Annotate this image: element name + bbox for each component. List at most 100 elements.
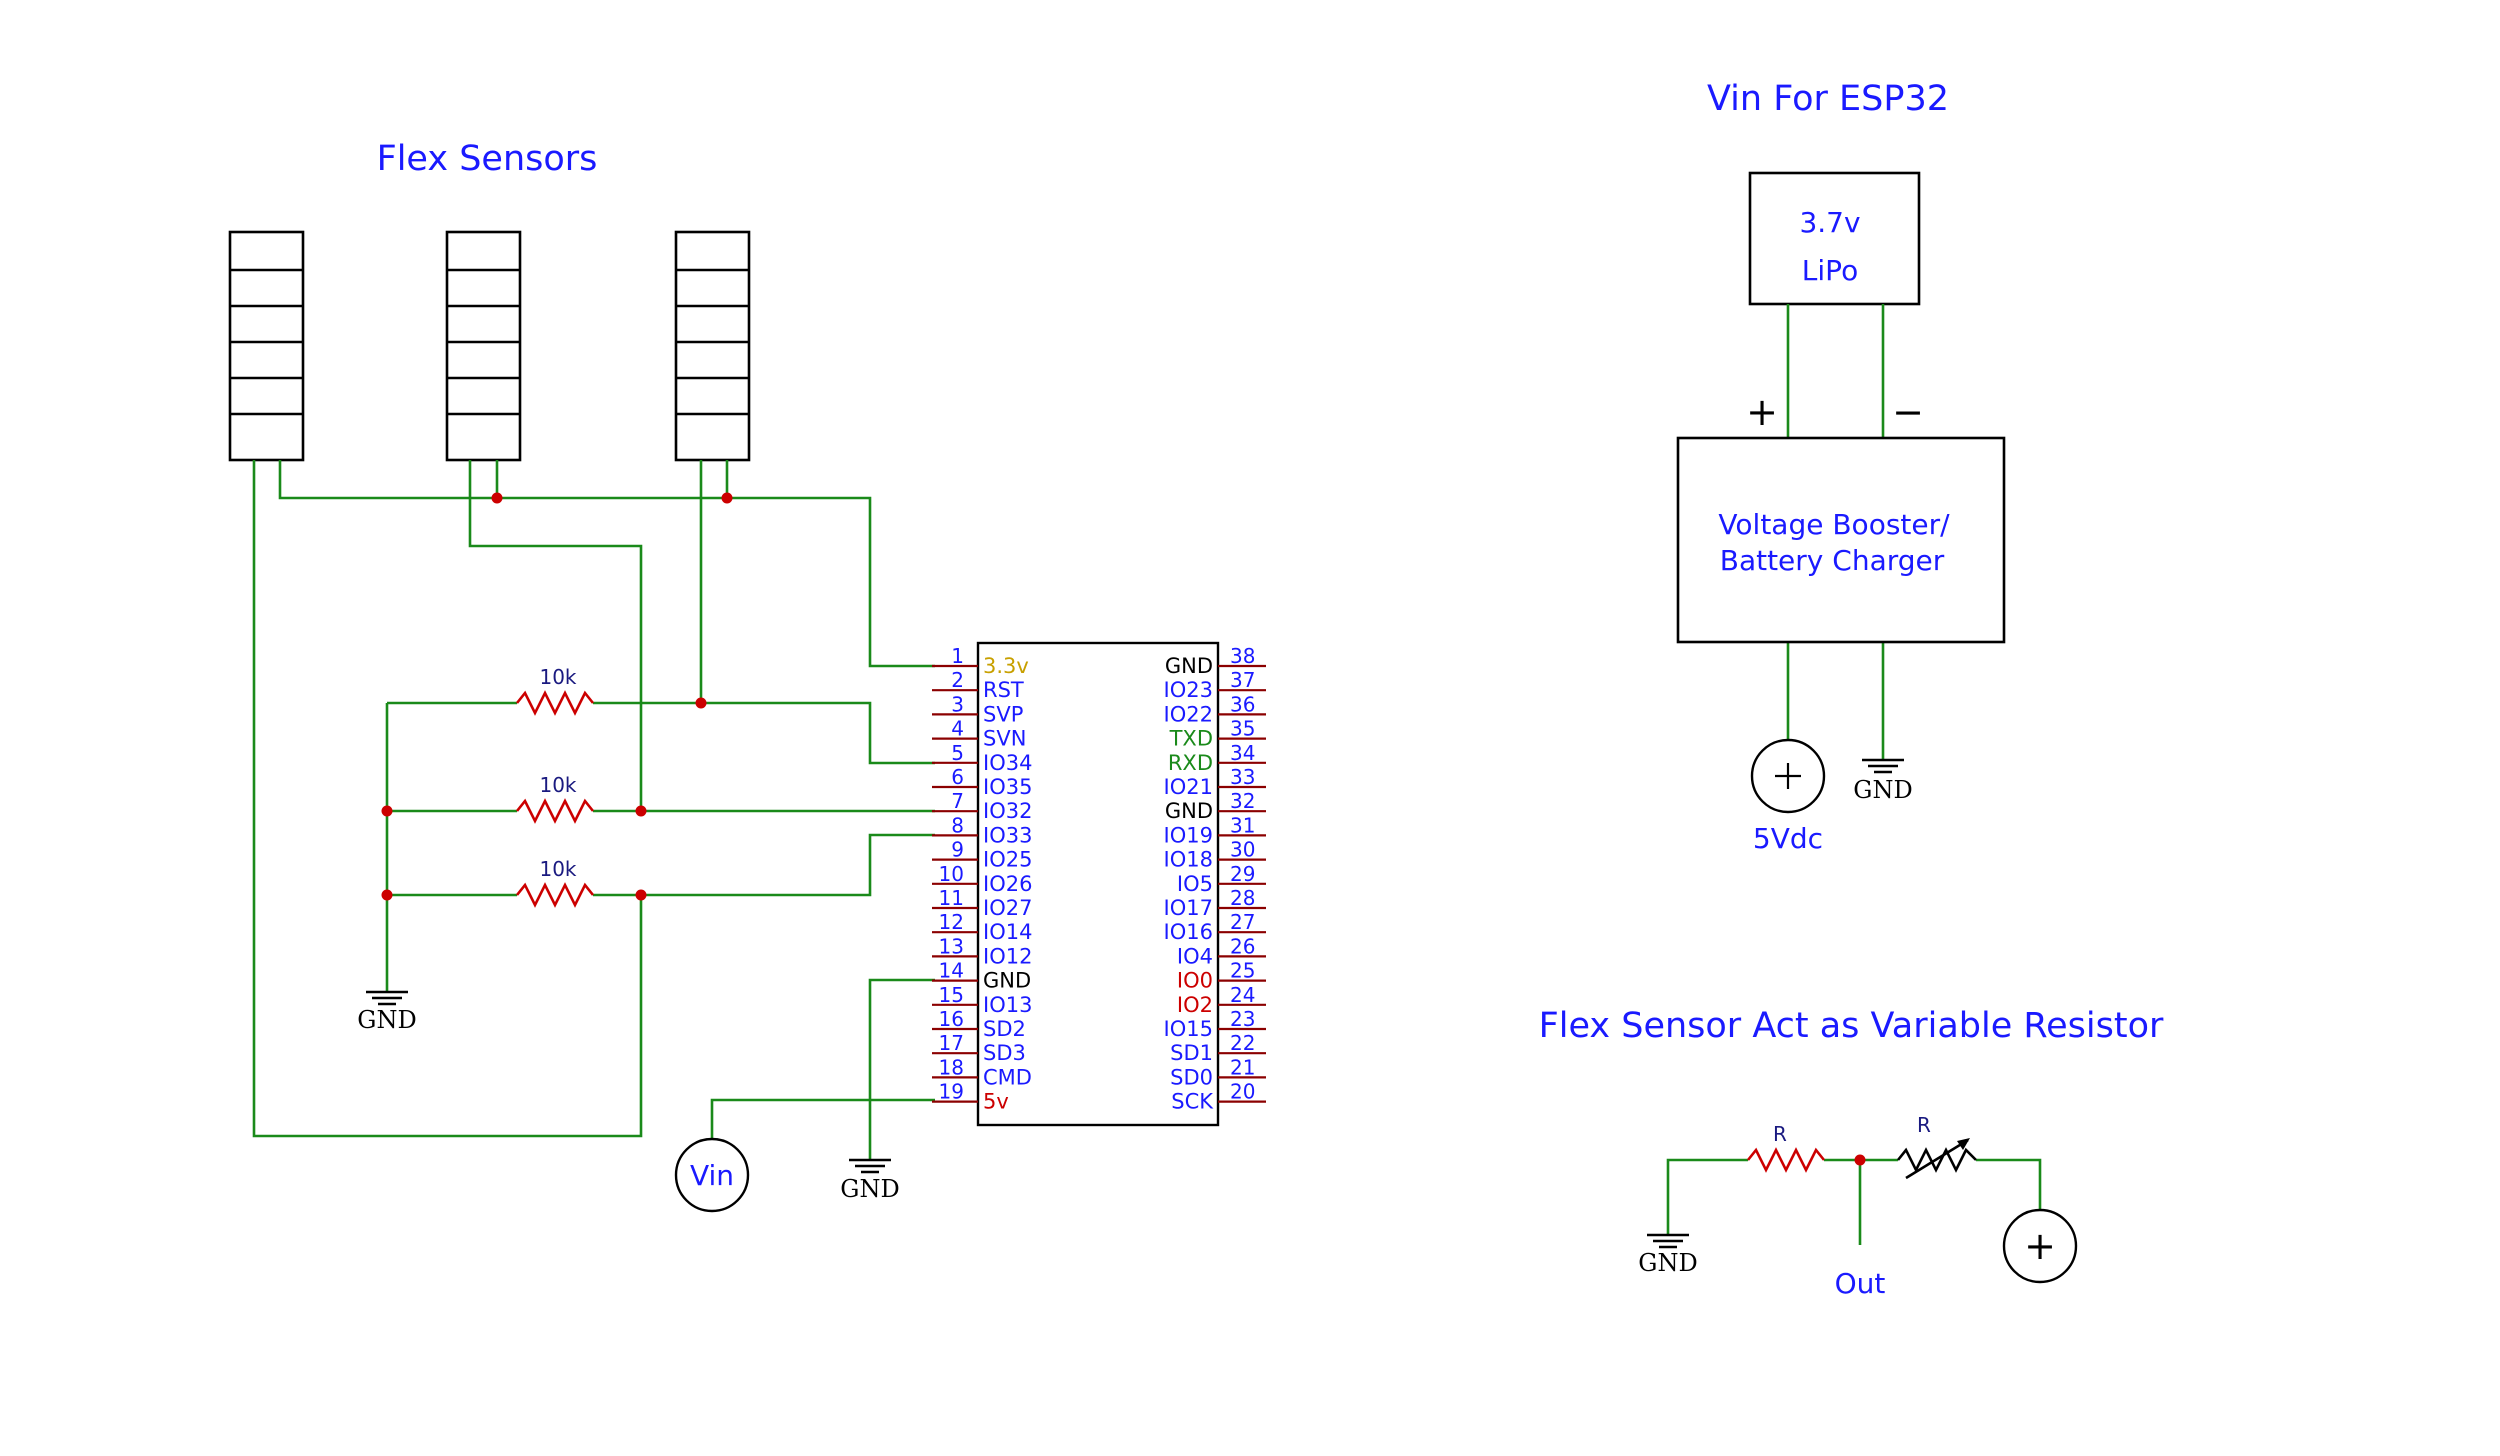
resistor-label-2: 10k xyxy=(539,773,576,797)
resistor-label-1: 10k xyxy=(539,665,576,689)
pin-name: IO14 xyxy=(983,920,1032,944)
pin-number: 4 xyxy=(951,717,964,741)
pin-number: 24 xyxy=(1230,983,1255,1007)
pin-number: 30 xyxy=(1230,838,1255,862)
pin-name: IO16 xyxy=(1164,920,1213,944)
resistor-10k-2 xyxy=(515,798,595,824)
pin-name: TXD xyxy=(1169,727,1213,751)
pin-number: 10 xyxy=(939,862,964,886)
pin-name: SCK xyxy=(1171,1090,1214,1114)
vin-label: Vin xyxy=(690,1159,734,1192)
variable-resistor-label: R xyxy=(1917,1113,1931,1137)
pin-name: IO0 xyxy=(1177,969,1213,993)
pin-name: IO26 xyxy=(983,872,1032,896)
pin-name: SD1 xyxy=(1170,1041,1213,1065)
plus-terminal-label: + xyxy=(1746,390,1778,434)
pin-number: 13 xyxy=(939,934,964,958)
fixed-resistor-label: R xyxy=(1773,1122,1787,1146)
pin-number: 3 xyxy=(951,692,964,716)
divider-out-label: Out xyxy=(1835,1267,1886,1300)
supply-5vdc xyxy=(1750,738,1826,814)
pin-name: IO15 xyxy=(1164,1017,1213,1041)
pin-number: 26 xyxy=(1230,934,1255,958)
ground-symbol-divider xyxy=(1647,1233,1689,1249)
pin-number: 9 xyxy=(951,838,964,862)
pin-name: IO27 xyxy=(983,896,1032,920)
pin-number: 7 xyxy=(951,789,964,813)
pin-name: GND xyxy=(1165,799,1213,823)
pin-number: 34 xyxy=(1230,741,1255,765)
pin-number: 18 xyxy=(939,1055,964,1079)
resistor-10k-1 xyxy=(515,690,595,716)
lipo-battery xyxy=(1748,171,1921,306)
pin-name: GND xyxy=(983,969,1031,993)
vin-for-esp32-title: Vin For ESP32 xyxy=(1707,79,1949,119)
pin-name: IO34 xyxy=(983,751,1032,775)
pin-number: 37 xyxy=(1230,668,1255,692)
battery-voltage: 3.7v xyxy=(1799,206,1860,239)
pin-name: IO22 xyxy=(1164,702,1213,726)
gnd-label-esp: GND xyxy=(840,1175,899,1203)
pin-number: 31 xyxy=(1230,813,1255,837)
pin-name: IO21 xyxy=(1164,775,1213,799)
pin-name: IO25 xyxy=(983,848,1032,872)
pin-name: IO12 xyxy=(983,944,1032,968)
esp32-pin-9: 9 IO25 xyxy=(932,838,1032,872)
flex-sensors-title: Flex Sensors xyxy=(377,139,598,179)
pin-number: 35 xyxy=(1230,717,1255,741)
flex-sensor-1 xyxy=(228,230,305,462)
ground-symbol-booster xyxy=(1862,758,1904,774)
minus-terminal-label: − xyxy=(1892,390,1924,434)
flex-sensor-3 xyxy=(674,230,751,462)
pin-number: 16 xyxy=(939,1007,964,1031)
pin-name: RST xyxy=(983,678,1024,702)
pin-number: 20 xyxy=(1230,1080,1255,1104)
pin-number: 25 xyxy=(1230,959,1255,983)
pin-number: 2 xyxy=(951,668,964,692)
divider-source-symbol: + xyxy=(2024,1224,2056,1268)
pin-number: 1 xyxy=(951,644,964,668)
pin-name: IO4 xyxy=(1177,944,1213,968)
pin-name: SD0 xyxy=(1170,1065,1213,1089)
pin-name: SVN xyxy=(983,727,1026,751)
pin-number: 28 xyxy=(1230,886,1255,910)
esp32-pin-10: 10 IO26 xyxy=(932,862,1032,896)
booster-label-line2: Battery Charger xyxy=(1720,544,1945,577)
esp32-pin-20: 20 SCK xyxy=(1171,1080,1266,1114)
flex-sensor-2 xyxy=(445,230,522,462)
esp32-pin-26: 26 IO4 xyxy=(1177,934,1266,968)
pin-number: 38 xyxy=(1230,644,1255,668)
pin-name: IO23 xyxy=(1164,678,1213,702)
pin-number: 29 xyxy=(1230,862,1255,886)
pin-name: SD3 xyxy=(983,1041,1026,1065)
pin-number: 32 xyxy=(1230,789,1255,813)
esp32-pin-25: 25 IO0 xyxy=(1177,959,1266,993)
battery-type: LiPo xyxy=(1802,254,1858,287)
variable-resistor xyxy=(1896,1138,1977,1180)
gnd-label-divider: GND xyxy=(1638,1249,1697,1277)
resistor-10k-3 xyxy=(515,882,595,908)
esp32-pin-4: 4 SVN xyxy=(932,717,1026,751)
esp32-pin-2: 2 RST xyxy=(932,668,1024,702)
wires xyxy=(252,460,935,1160)
pin-name: IO35 xyxy=(983,775,1032,799)
booster-label-line1: Voltage Booster/ xyxy=(1718,508,1950,541)
